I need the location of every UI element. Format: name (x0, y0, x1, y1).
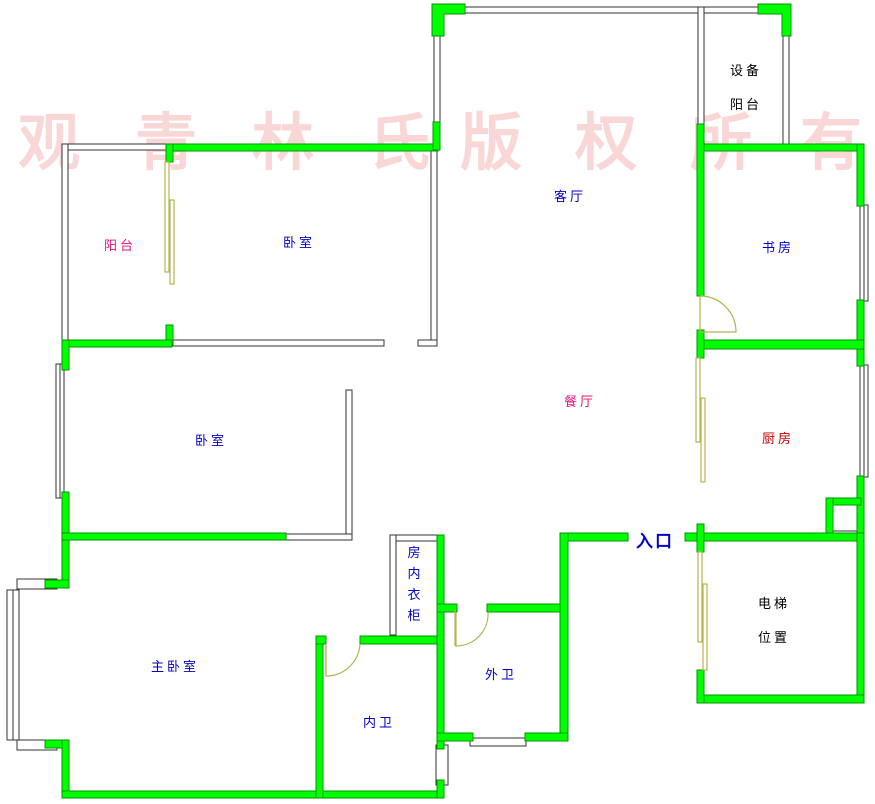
shaft (830, 502, 858, 532)
wall (696, 143, 865, 152)
inner-bath-label: 内卫 (363, 716, 396, 731)
wall (165, 143, 439, 152)
wall (696, 329, 705, 359)
wall-outline (61, 143, 69, 343)
wall (61, 339, 173, 348)
window (435, 744, 449, 786)
wall-outline (703, 6, 761, 14)
wall (856, 299, 865, 367)
watermark-char: 权 (575, 106, 640, 179)
dining-room-label: 餐厅 (564, 395, 597, 410)
entrance-label: 入口 (634, 527, 676, 552)
wall (44, 579, 70, 589)
wall (436, 732, 474, 742)
wall (315, 635, 324, 799)
wall (696, 339, 865, 350)
watermark-char: 版 (460, 106, 525, 179)
wall (856, 143, 865, 207)
watermark-char: 氏 (368, 106, 433, 179)
swing-door (455, 611, 489, 647)
wardrobe-label: 房内衣柜 (407, 546, 421, 624)
wall-outline (285, 533, 353, 541)
wall (61, 790, 445, 799)
wall-outline (463, 6, 699, 14)
window (469, 737, 527, 747)
wall (696, 123, 705, 297)
wall (436, 779, 445, 799)
wardrobe-outline (389, 534, 441, 542)
wardrobe-outline (389, 534, 397, 636)
doors (164, 161, 737, 677)
wall (61, 739, 70, 799)
wall (359, 635, 445, 645)
wall (431, 3, 466, 37)
watermark-char: 林 (252, 106, 317, 179)
sliding-door (169, 199, 175, 285)
wall (61, 532, 287, 541)
wall (559, 532, 569, 742)
wall (486, 603, 568, 613)
wall (684, 532, 865, 542)
wall-outline (171, 339, 385, 347)
elevator-label: 电梯 (758, 597, 791, 612)
balcony-label: 阳台 (104, 239, 137, 254)
wall-outline (417, 339, 438, 347)
wall (165, 143, 174, 163)
wall-outline (430, 147, 438, 347)
living-room-label: 客厅 (554, 190, 587, 205)
watermark-char: 青 (135, 106, 200, 179)
wall (696, 523, 705, 553)
sliding-door (700, 397, 706, 483)
wall (696, 669, 705, 704)
wall (315, 635, 327, 645)
watermark-char: 观 (18, 106, 83, 179)
wall (856, 532, 865, 704)
wall (696, 694, 865, 704)
wall (562, 532, 629, 542)
elevator-label: 位置 (758, 631, 791, 646)
sliding-door (164, 161, 170, 273)
wall-outline (345, 389, 353, 539)
sliding-door (695, 357, 701, 443)
swing-door (699, 295, 737, 333)
wall-outline (433, 35, 441, 125)
wall-outline (782, 29, 790, 146)
equipment-balcony-label: 阳台 (730, 98, 763, 113)
structural-walls (44, 3, 865, 799)
wall-outline (61, 143, 169, 151)
wall (757, 3, 792, 37)
outer-bath-label: 外卫 (485, 668, 518, 683)
thin-walls (6, 6, 869, 786)
study-label: 书房 (762, 241, 795, 256)
kitchen-label: 厨房 (762, 432, 795, 447)
wall (61, 339, 70, 371)
wall (524, 732, 569, 742)
sliding-door (697, 551, 703, 643)
bedroom-mid-label: 卧室 (195, 434, 228, 449)
copyright-watermark: 观 青 林 氏 版 权 所 有 (0, 92, 875, 182)
master-bedroom-label: 主卧室 (151, 660, 200, 675)
sliding-door (702, 583, 708, 671)
wall (436, 534, 445, 750)
watermark-char: 有 (800, 106, 865, 179)
equipment-balcony-label: 设备 (730, 64, 763, 79)
wall (825, 497, 834, 537)
bedroom-top-label: 卧室 (283, 236, 316, 251)
swing-door (325, 643, 361, 677)
wall (436, 603, 458, 613)
wall (856, 475, 865, 539)
wall (432, 121, 441, 151)
